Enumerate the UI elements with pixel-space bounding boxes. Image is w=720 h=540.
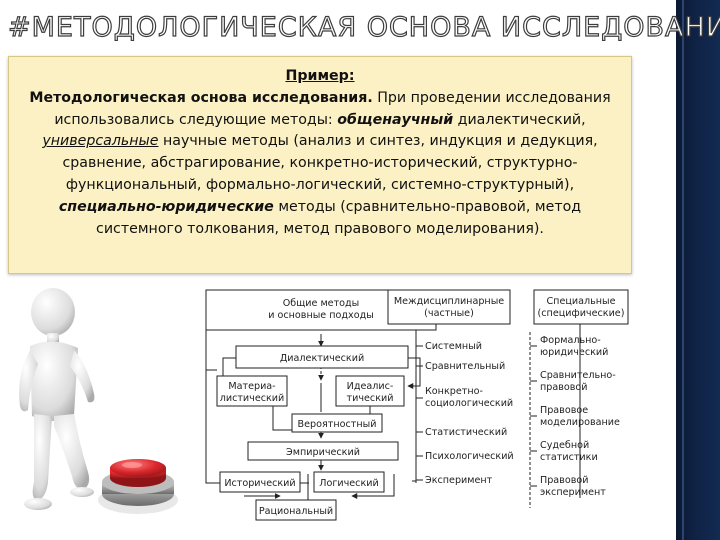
logical-box (313, 471, 385, 493)
paragraph-special-legal: специально-юридические (58, 198, 274, 215)
interdisciplinary-title-line2: (частные) (424, 308, 474, 319)
paragraph-lead: Методологическая основа исследования. (29, 89, 373, 106)
paragraph-general-scientific: общенаучный (337, 111, 454, 128)
rational-label: Рациональный (259, 506, 333, 517)
materialist-label-line2: листический (220, 393, 285, 404)
probabilistic-box (291, 413, 383, 433)
interdisciplinary-item-5: Психологический (425, 451, 514, 462)
special-item-3-line1: Правовое (540, 405, 588, 416)
special-methods-box (533, 289, 629, 325)
idealist-label-line2: тический (347, 393, 394, 404)
interdisciplinary-title-line1: Междисциплинарные (394, 296, 504, 307)
special-item-5-line2: эксперимент (540, 487, 606, 498)
interdisciplinary-item-2: Сравнительный (425, 361, 505, 372)
slide-title: #МЕТОДОЛОГИЧЕСКАЯ ОСНОВА ИССЛЕДОВАНИЯ (7, 11, 720, 43)
materialist-label-line1: Материа- (228, 381, 275, 392)
paragraph-part-3: научные методы (анализ и синтез, индукци… (62, 133, 598, 193)
sidebar-stripe (682, 0, 684, 540)
special-item-1-line2: юридический (540, 347, 608, 358)
historical-label: Исторический (224, 478, 295, 489)
paragraph-part-4: методы (сравнительно-правовой, метод сис… (96, 198, 582, 237)
example-textbox: Пример: Методологическая основа исследов… (8, 56, 632, 274)
methods-diagram: Общие методы и основные подходы Диалекти… (205, 289, 629, 521)
interdisciplinary-item-4: Статистический (425, 427, 507, 438)
materialist-box (216, 375, 288, 407)
special-item-2-line2: правовой (540, 382, 588, 393)
example-paragraph: Методологическая основа исследования. Пр… (23, 88, 617, 241)
special-item-2-line1: Сравнительно- (540, 370, 616, 381)
special-item-1-line1: Формально- (540, 335, 601, 346)
general-methods-title-line2: и основные подходы (268, 310, 374, 321)
red-button-icon (98, 459, 178, 514)
person-body-icon (19, 288, 95, 510)
dialectic-label: Диалектический (280, 353, 364, 364)
historical-box (219, 471, 301, 493)
special-item-4-line1: Судебной (540, 440, 589, 451)
example-heading: Пример: (285, 68, 355, 84)
decorative-sidebar (676, 0, 720, 540)
special-item-3-line2: моделирование (540, 417, 620, 428)
interdisciplinary-item-6: Эксперимент (425, 475, 493, 486)
interdisciplinary-item-1: Системный (425, 341, 482, 352)
empirical-box (247, 441, 399, 461)
logical-label: Логический (319, 478, 378, 489)
special-title-line2: (специфические) (538, 308, 625, 319)
interdisciplinary-box (387, 289, 511, 325)
paragraph-universal: универсальные (42, 133, 159, 150)
special-title-line1: Специальные (546, 296, 615, 307)
idealist-label-line1: Идеалис- (347, 381, 394, 392)
special-item-5-line1: Правовой (540, 475, 588, 486)
special-item-4-line2: статистики (540, 452, 598, 463)
idealist-box (335, 375, 405, 407)
paragraph-part-1: При проведении исследования использовали… (54, 89, 611, 128)
interdisciplinary-item-3-line2: социологический (425, 398, 513, 409)
rational-box (255, 499, 337, 521)
general-methods-title-line1: Общие методы (283, 298, 360, 309)
interdisciplinary-item-3-line1: Конкретно- (425, 386, 483, 397)
person-figure-illustration (19, 288, 178, 514)
paragraph-part-2: диалектический, (453, 111, 586, 128)
probabilistic-label: Вероятностный (298, 419, 377, 430)
dialectic-box (235, 345, 409, 369)
empirical-label: Эмпирический (286, 447, 360, 458)
